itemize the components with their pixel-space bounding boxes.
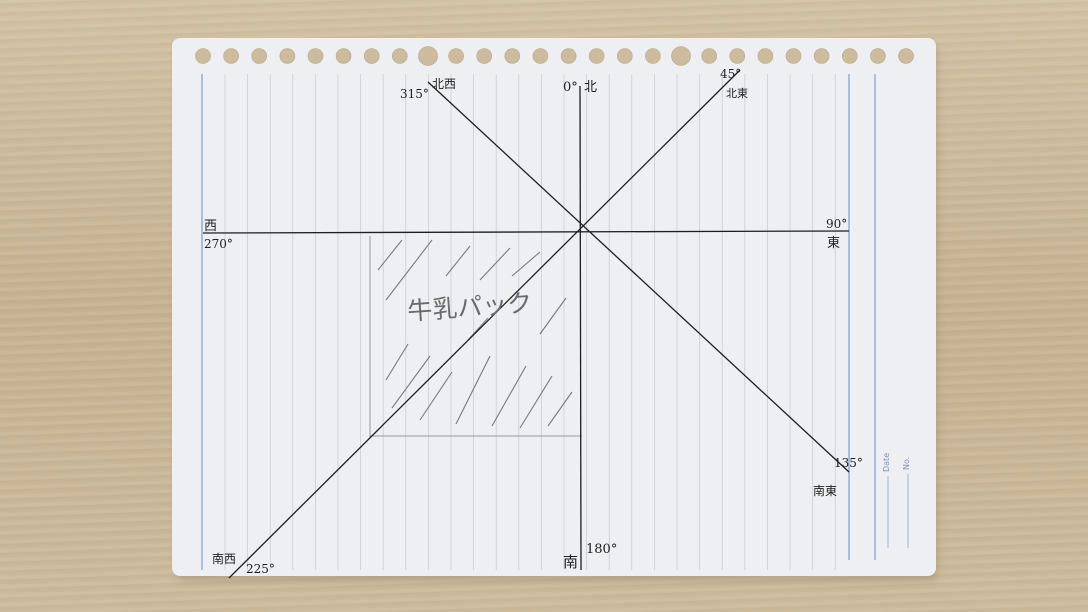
binder-hole (899, 49, 914, 64)
binder-hole (589, 49, 604, 64)
binder-hole (308, 49, 323, 64)
west-degrees: 270° (204, 237, 233, 251)
binder-hole (870, 49, 885, 64)
binder-hole (252, 49, 267, 64)
binder-hole (196, 49, 211, 64)
south-degrees: 180° (586, 542, 617, 557)
north-degrees: 0° (563, 80, 578, 95)
south-kanji: 南 (563, 553, 578, 571)
binder-hole (449, 49, 464, 64)
binder-hole (645, 49, 660, 64)
binder-hole (561, 49, 576, 64)
north-kanji: 北 (584, 80, 597, 95)
southeast-degrees: 135° (834, 456, 863, 470)
binder-hole (505, 49, 520, 64)
northeast-kanji: 北東 (726, 87, 748, 100)
binder-hole (758, 49, 773, 64)
southwest-kanji: 南西 (212, 551, 236, 566)
binder-hole (702, 49, 717, 64)
binder-hole (364, 49, 379, 64)
binder-hole (477, 49, 492, 64)
northwest-kanji: 北西 (432, 77, 456, 91)
binder-hole (224, 49, 239, 64)
binder-hole (533, 49, 548, 64)
number-label: No. (902, 457, 911, 470)
date-label: Date (882, 453, 891, 472)
southwest-degrees: 225° (246, 562, 275, 576)
binder-hole (814, 49, 829, 64)
binder-hole (672, 47, 691, 66)
binder-hole (419, 47, 438, 66)
west-kanji: 西 (204, 219, 217, 234)
east-kanji: 東 (827, 235, 840, 251)
binder-hole (280, 49, 295, 64)
binder-hole (336, 49, 351, 64)
binder-hole (730, 49, 745, 64)
binder-hole (842, 49, 857, 64)
binder-hole (786, 49, 801, 64)
east-degrees: 90° (826, 217, 847, 231)
northeast-degrees: 45° (720, 67, 741, 81)
southeast-kanji: 南東 (813, 483, 837, 498)
binder-hole (617, 49, 632, 64)
binder-hole (392, 49, 407, 64)
northwest-degrees: 315° (400, 87, 429, 101)
